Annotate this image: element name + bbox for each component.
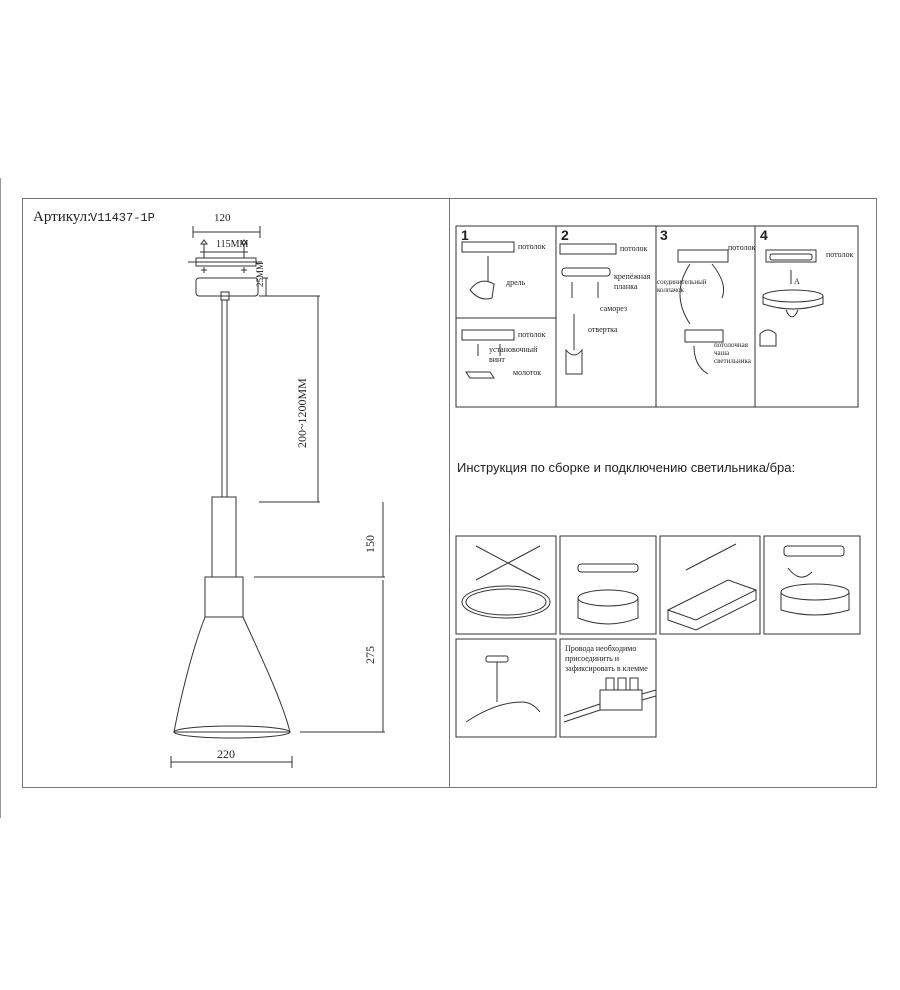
step-4-number: 4	[760, 227, 768, 243]
sheet-divider	[449, 198, 450, 788]
dim-shade-diameter: 220	[217, 747, 235, 761]
page-edge-line	[0, 178, 1, 818]
article-number: V11437-1P	[90, 211, 155, 225]
dim-mount-spacing: 115MM	[216, 239, 249, 250]
step1-label-hammer: молоток	[513, 368, 542, 377]
dim-canopy-width: 120	[214, 212, 231, 224]
step1-label-ceiling-2: потолок	[518, 330, 546, 339]
assembly-heading: Инструкция по сборке и подключению свети…	[457, 460, 796, 475]
step2-label-ceiling: потолок	[620, 244, 648, 253]
step-1-number: 1	[461, 227, 469, 243]
step2-label-screw: саморез	[600, 304, 628, 313]
screw-icon	[200, 239, 248, 258]
step-2-number: 2	[561, 227, 569, 243]
step4-label-ceiling: потолок	[826, 250, 854, 259]
step3-label-canopy: потолочная чаша светильника	[714, 341, 751, 365]
step2-label-screwdriver: отвертка	[588, 325, 618, 334]
step2-label-bar: крепёжная планка	[614, 272, 651, 291]
step4-marker-a: A	[794, 277, 800, 286]
wiring-note: Провода необходимо присоединить и зафикс…	[565, 644, 648, 673]
step1-label-ceiling: потолок	[518, 242, 546, 251]
step3-label-cap: соединительный колпачок	[657, 278, 707, 294]
step1-label-screw: установочный винт	[489, 345, 538, 364]
article-label: Артикул:	[33, 209, 92, 225]
step-3-number: 3	[660, 227, 668, 243]
step1-label-drill: дрель	[506, 278, 526, 287]
step3-label-ceiling: потолок	[728, 243, 756, 252]
